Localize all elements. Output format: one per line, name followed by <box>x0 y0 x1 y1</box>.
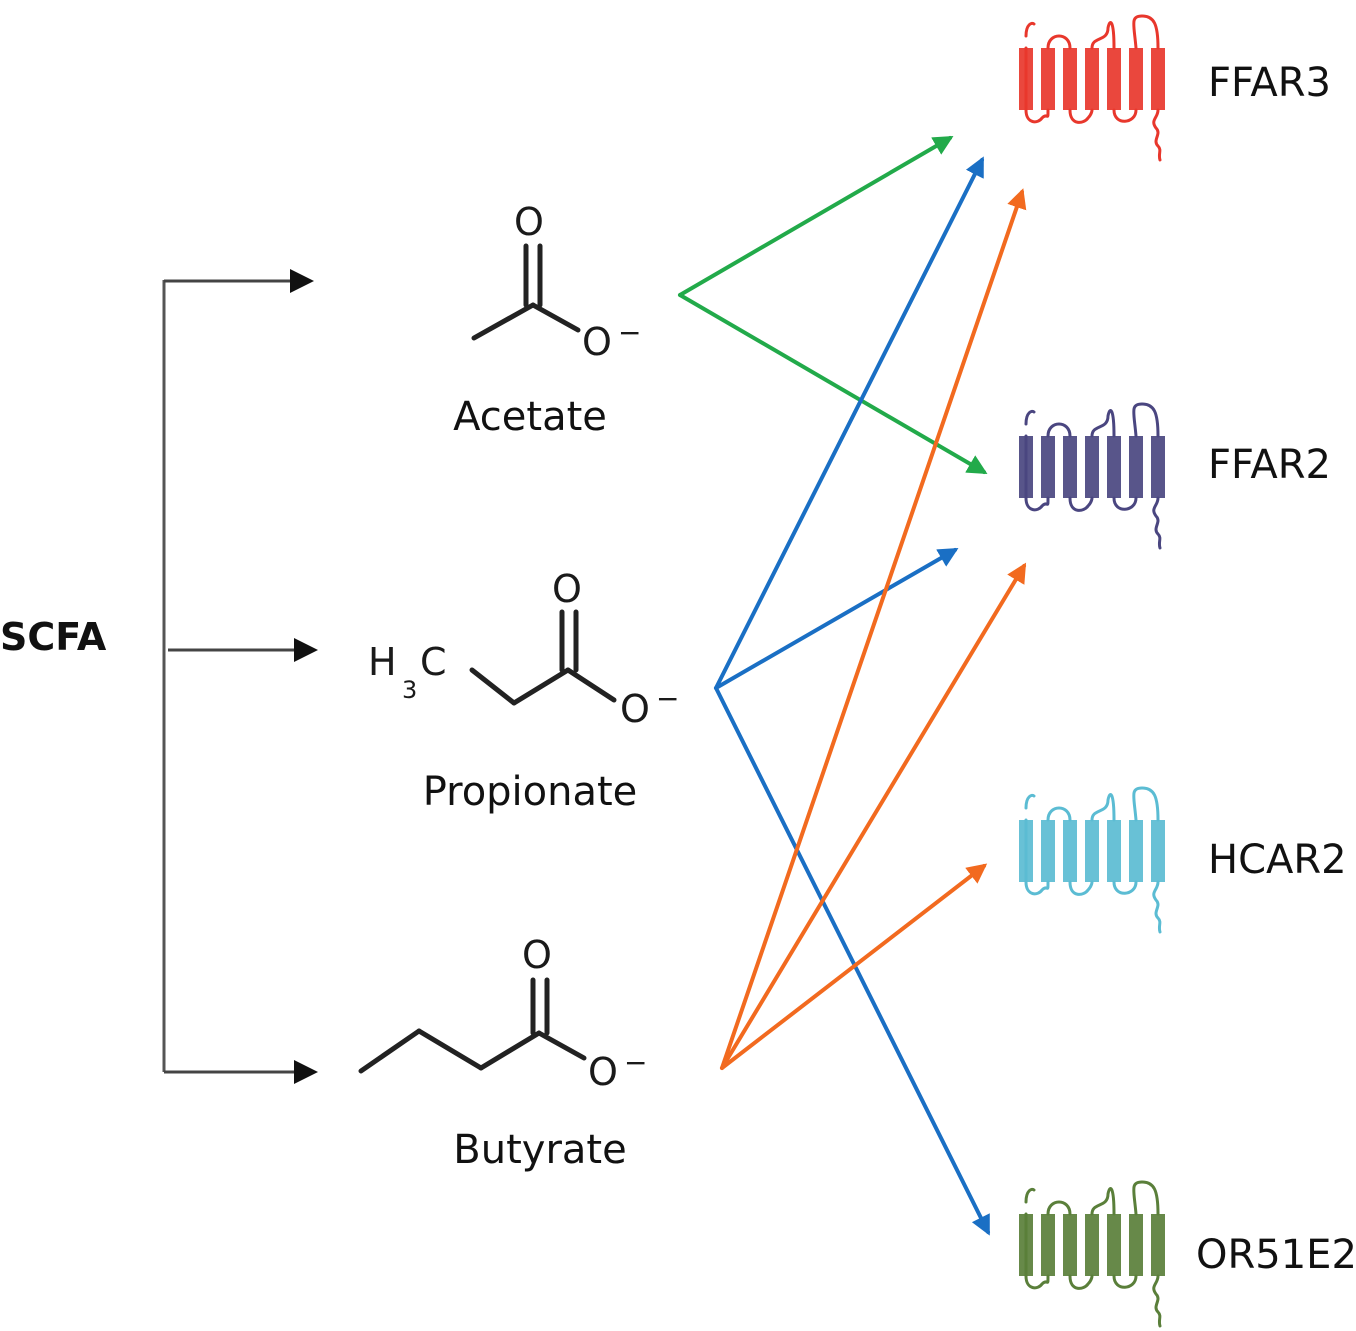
arrow-acetate-to-ffar3 <box>678 135 954 297</box>
transmembrane-helix-1 <box>1019 436 1033 498</box>
ffar3-label: FFAR3 <box>1208 60 1331 106</box>
gpcr-7tm-icon <box>1019 1180 1165 1328</box>
acetate-label: Acetate <box>453 394 607 440</box>
arrow-butyrate-to-ffar2 <box>720 562 1027 1070</box>
ligand-receptor-arrows <box>678 135 1027 1236</box>
gpcr-loops <box>1024 1180 1162 1328</box>
butyrate-structure: O O − <box>358 933 647 1094</box>
transmembrane-helix-7 <box>1151 436 1165 498</box>
arrow-propionate-to-or51e2 <box>714 686 990 1236</box>
propionate-charge: − <box>656 682 679 715</box>
scfa-label: SCFA <box>0 615 107 659</box>
gpcr-loops <box>1024 402 1162 550</box>
receptor-or51e2: OR51E2 <box>1019 1180 1356 1328</box>
gpcr-7tm-icon <box>1019 786 1165 934</box>
transmembrane-helix-6 <box>1129 1214 1143 1276</box>
arrow-acetate-to-ffar2 <box>678 293 988 475</box>
butyrate-charge: − <box>624 1046 647 1079</box>
transmembrane-helix-7 <box>1151 1214 1165 1276</box>
transmembrane-helix-4 <box>1085 820 1099 882</box>
propionate-structure: H 3 C O O − <box>368 567 679 731</box>
acetate-structure: O O − <box>471 200 641 364</box>
propionate-h: H <box>368 640 397 684</box>
receptor-ffar2: FFAR2 <box>1019 402 1331 550</box>
propionate-h-subscript: 3 <box>402 676 417 704</box>
transmembrane-helix-5 <box>1107 436 1121 498</box>
transmembrane-helix-5 <box>1107 48 1121 110</box>
hcar2-label: HCAR2 <box>1208 837 1347 883</box>
transmembrane-helix-7 <box>1151 48 1165 110</box>
transmembrane-helix-1 <box>1019 1214 1033 1276</box>
transmembrane-helix-2 <box>1041 436 1055 498</box>
transmembrane-helix-7 <box>1151 820 1165 882</box>
acetate-anion-oxygen: O <box>582 320 612 364</box>
molecule-acetate: O O − Acetate <box>453 200 641 440</box>
butyrate-anion-oxygen: O <box>588 1050 618 1094</box>
acetate-carbonyl-oxygen: O <box>514 200 544 244</box>
transmembrane-helix-6 <box>1129 48 1143 110</box>
gpcr-7tm-icon <box>1019 402 1165 550</box>
transmembrane-helix-3 <box>1063 1214 1077 1276</box>
propionate-anion-oxygen: O <box>620 687 650 731</box>
propionate-carbonyl-oxygen: O <box>552 567 582 611</box>
transmembrane-helix-2 <box>1041 1214 1055 1276</box>
arrow-butyrate-to-hcar2 <box>720 863 988 1070</box>
transmembrane-helix-6 <box>1129 820 1143 882</box>
acetate-charge: − <box>618 316 641 349</box>
or51e2-label: OR51E2 <box>1196 1232 1356 1278</box>
arrow-butyrate-to-ffar3 <box>720 188 1027 1070</box>
transmembrane-helix-4 <box>1085 48 1099 110</box>
ffar2-label: FFAR2 <box>1208 442 1331 488</box>
transmembrane-helix-2 <box>1041 48 1055 110</box>
transmembrane-helix-1 <box>1019 820 1033 882</box>
arrow-propionate-to-ffar2 <box>714 547 959 690</box>
gpcr-7tm-icon <box>1019 14 1165 162</box>
butyrate-carbonyl-oxygen: O <box>522 933 552 977</box>
transmembrane-helix-5 <box>1107 820 1121 882</box>
propionate-c: C <box>420 640 447 684</box>
propionate-label: Propionate <box>423 769 638 815</box>
arrow-propionate-to-ffar3 <box>714 156 984 690</box>
receptor-hcar2: HCAR2 <box>1019 786 1347 934</box>
transmembrane-helix-3 <box>1063 820 1077 882</box>
transmembrane-helix-4 <box>1085 436 1099 498</box>
scfa-bracket <box>162 269 318 1084</box>
transmembrane-helix-3 <box>1063 48 1077 110</box>
transmembrane-helix-3 <box>1063 436 1077 498</box>
transmembrane-helix-2 <box>1041 820 1055 882</box>
transmembrane-helix-5 <box>1107 1214 1121 1276</box>
gpcr-loops <box>1024 786 1162 934</box>
gpcr-loops <box>1024 14 1162 162</box>
receptor-ffar3: FFAR3 <box>1019 14 1331 162</box>
molecule-butyrate: O O − Butyrate <box>358 933 647 1173</box>
molecule-propionate: H 3 C O O − Propionate <box>368 567 679 815</box>
transmembrane-helix-6 <box>1129 436 1143 498</box>
transmembrane-helix-4 <box>1085 1214 1099 1276</box>
butyrate-label: Butyrate <box>453 1127 626 1173</box>
transmembrane-helix-1 <box>1019 48 1033 110</box>
